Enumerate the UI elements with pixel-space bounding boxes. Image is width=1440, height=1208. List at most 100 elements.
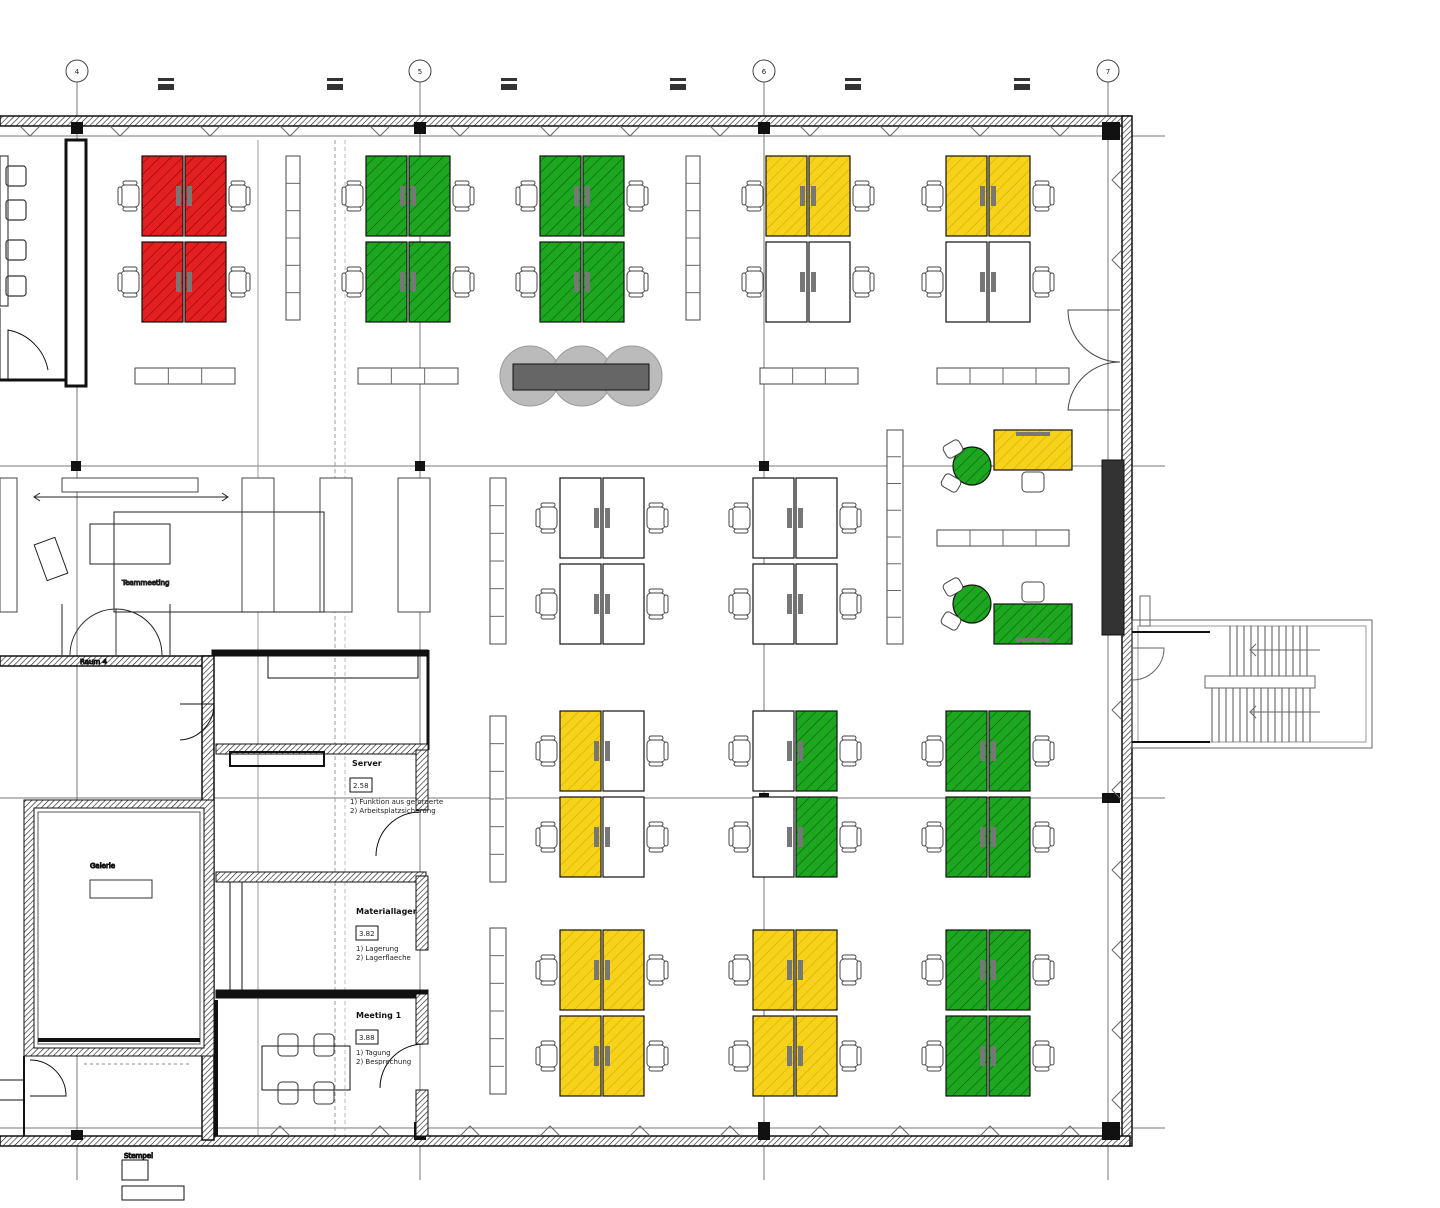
monitor-icon bbox=[187, 186, 192, 206]
monitor-icon bbox=[594, 508, 599, 528]
office-chair-icon bbox=[921, 735, 944, 767]
office-chair-icon bbox=[728, 502, 751, 534]
office-chair-icon bbox=[535, 502, 558, 534]
office-chair-icon bbox=[646, 954, 669, 986]
office-chair-icon bbox=[728, 1040, 751, 1072]
cluster-r1-a bbox=[117, 155, 251, 323]
monitor-icon bbox=[400, 272, 405, 292]
exterior-door bbox=[1067, 309, 1121, 411]
office-chair-icon bbox=[921, 821, 944, 853]
cluster-r1-b bbox=[341, 155, 475, 323]
office-chair-icon bbox=[515, 180, 538, 212]
desk-yellow[interactable] bbox=[765, 155, 808, 237]
monitor-icon bbox=[798, 827, 803, 847]
monitor-icon bbox=[787, 960, 792, 980]
monitor-icon bbox=[605, 1046, 610, 1066]
meeting-area: 3.88 bbox=[359, 1034, 375, 1042]
cluster-r1-c bbox=[515, 155, 649, 323]
monitor-icon bbox=[187, 272, 192, 292]
office-chair-icon bbox=[341, 180, 364, 212]
round-table-icon bbox=[940, 439, 992, 493]
materiallager-note-1: 1) Lagerung bbox=[356, 945, 399, 953]
monitor-icon bbox=[991, 741, 996, 761]
office-chair-icon bbox=[452, 180, 475, 212]
monitor-icon bbox=[787, 741, 792, 761]
server-note-1: 1) Funktion aus geforderte bbox=[350, 798, 443, 806]
server-area: 2.58 bbox=[353, 782, 369, 790]
mid-room-label: Raum 4 bbox=[80, 658, 107, 666]
desk-white[interactable] bbox=[559, 477, 602, 559]
materiallager-label: Materiallager bbox=[356, 907, 417, 916]
office-chair-icon bbox=[921, 1040, 944, 1072]
office-chair-icon bbox=[741, 180, 764, 212]
monitor-icon bbox=[1016, 638, 1050, 642]
monitor-icon bbox=[787, 1046, 792, 1066]
monitor-icon bbox=[605, 508, 610, 528]
monitor-icon bbox=[594, 960, 599, 980]
office-chair-icon bbox=[452, 266, 475, 298]
office-chair-icon bbox=[921, 954, 944, 986]
desk-green[interactable] bbox=[365, 241, 408, 323]
monitor-icon bbox=[594, 594, 599, 614]
office-chair-icon bbox=[852, 266, 875, 298]
desk-green[interactable] bbox=[993, 603, 1073, 645]
cluster-r4-b bbox=[728, 929, 862, 1097]
office-chair-icon bbox=[728, 735, 751, 767]
meeting-note-2: 2) Besprechung bbox=[356, 1058, 411, 1066]
stamp-label: Stempel bbox=[124, 1152, 153, 1160]
monitor-icon bbox=[594, 741, 599, 761]
axis-label-5: 5 bbox=[418, 68, 422, 76]
axis-label-4: 4 bbox=[75, 68, 80, 76]
monitor-icon bbox=[980, 827, 985, 847]
office-chair-icon bbox=[1021, 581, 1045, 603]
monitor-icon bbox=[991, 827, 996, 847]
core-rooms: Galerie Stempel Raum 4 bbox=[0, 649, 430, 1201]
office-chair-icon bbox=[535, 821, 558, 853]
office-chair-icon bbox=[839, 1040, 862, 1072]
teammeeting-label: Teammeeting bbox=[121, 579, 170, 587]
cluster-r3-b bbox=[728, 710, 862, 878]
cluster-r4-c bbox=[921, 929, 1055, 1097]
axis-bubble-5: 5 bbox=[408, 59, 432, 83]
axis-bubble-4: 4 bbox=[65, 59, 89, 83]
monitor-icon bbox=[811, 186, 816, 206]
office-chair-icon bbox=[1032, 180, 1055, 212]
office-chair-icon bbox=[341, 266, 364, 298]
stair-annex bbox=[1131, 595, 1373, 749]
meeting-note-1: 1) Tagung bbox=[356, 1049, 391, 1057]
desk-yellow[interactable] bbox=[993, 429, 1073, 471]
monitor-icon bbox=[574, 272, 579, 292]
office-chair-icon bbox=[626, 180, 649, 212]
materiallager-area: 3.82 bbox=[359, 930, 375, 938]
monitor-icon bbox=[798, 1046, 803, 1066]
office-chair-icon bbox=[1032, 954, 1055, 986]
office-chair-icon bbox=[1021, 471, 1045, 493]
cluster-r3-a bbox=[535, 710, 669, 878]
monitor-icon bbox=[787, 827, 792, 847]
axis-bubbles: 4 5 6 7 bbox=[65, 59, 1120, 83]
lounge-table bbox=[499, 345, 663, 407]
server-note-2: 2) Arbeitsplatzsicherung bbox=[350, 807, 436, 815]
monitor-icon bbox=[411, 272, 416, 292]
axis-label-6: 6 bbox=[762, 68, 767, 76]
monitor-icon bbox=[594, 827, 599, 847]
monitor-icon bbox=[811, 272, 816, 292]
cluster-r2-b bbox=[728, 477, 862, 645]
monitor-icon bbox=[991, 272, 996, 292]
office-chair-icon bbox=[839, 502, 862, 534]
shelves bbox=[0, 155, 1070, 1095]
monitor-icon bbox=[605, 960, 610, 980]
office-chair-icon bbox=[1032, 1040, 1055, 1072]
monitor-icon bbox=[800, 186, 805, 206]
desk-white[interactable] bbox=[752, 477, 795, 559]
office-chair-icon bbox=[1032, 266, 1055, 298]
single-desk-top bbox=[940, 429, 1073, 493]
office-chair-icon bbox=[646, 1040, 669, 1072]
monitor-icon bbox=[980, 741, 985, 761]
office-chair-icon bbox=[839, 954, 862, 986]
room-labels: Server 2.58 1) Funktion aus geforderte 2… bbox=[349, 759, 443, 1066]
monitor-icon bbox=[980, 186, 985, 206]
monitor-icon bbox=[605, 827, 610, 847]
office-chair-icon bbox=[515, 266, 538, 298]
